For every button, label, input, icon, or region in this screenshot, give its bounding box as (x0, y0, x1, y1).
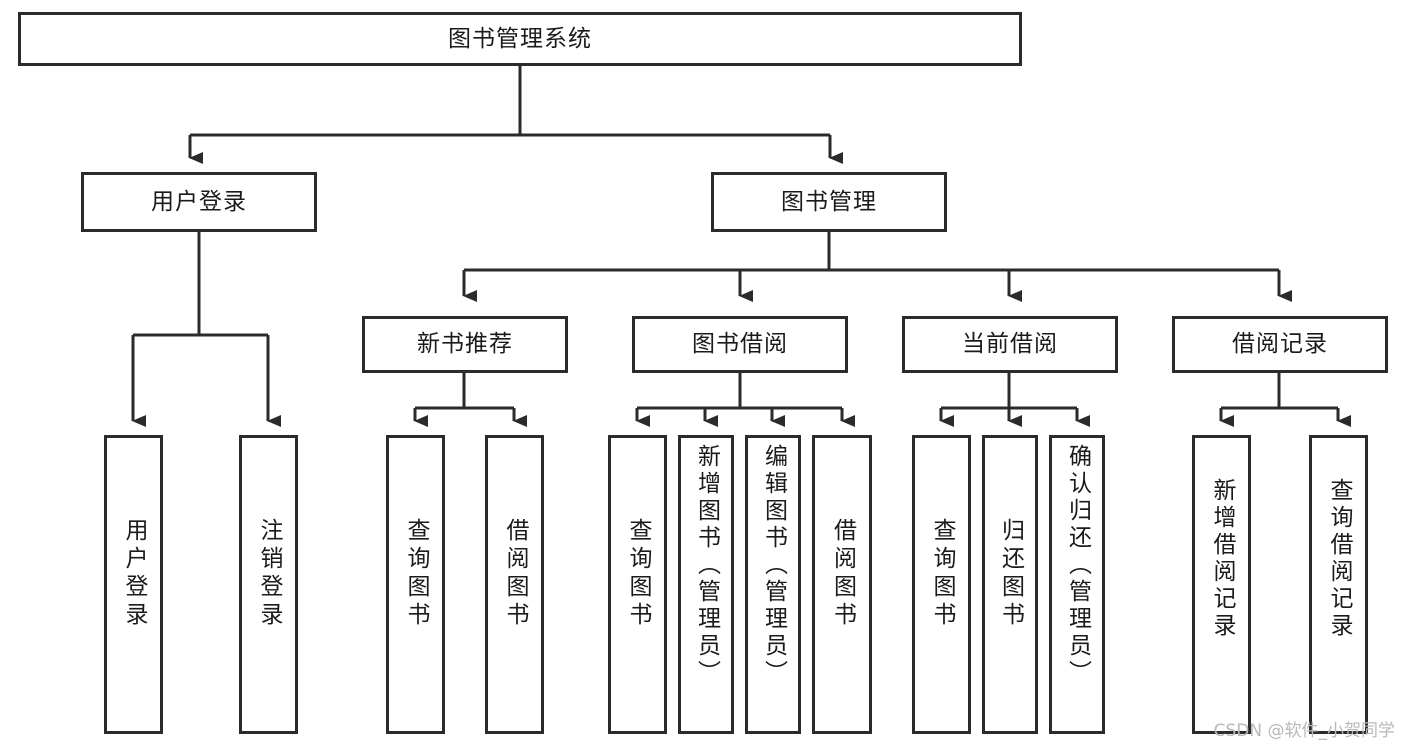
node-user-login-label: 用户登录 (151, 188, 247, 215)
node-current-borrow-label: 当前借阅 (962, 331, 1058, 358)
node-leaf-query-book-3-label: 查询图书 (929, 518, 955, 630)
node-leaf-confirm-return-label: 确认归还（管理员） (1064, 444, 1091, 687)
node-leaf-add-book[interactable]: 新增图书（管理员） (678, 435, 734, 734)
node-leaf-borrow-book-2[interactable]: 借阅图书 (812, 435, 872, 734)
node-book-borrow-label: 图书借阅 (692, 331, 788, 358)
node-user-login[interactable]: 用户登录 (81, 172, 317, 232)
node-book-manage[interactable]: 图书管理 (711, 172, 947, 232)
node-leaf-borrow-book-1-label: 借阅图书 (502, 518, 528, 630)
node-leaf-add-record-label: 新增借阅记录 (1209, 478, 1235, 640)
node-leaf-query-record[interactable]: 查询借阅记录 (1309, 435, 1368, 734)
node-leaf-query-book-2-label: 查询图书 (625, 518, 651, 630)
node-book-manage-label: 图书管理 (781, 188, 877, 215)
node-leaf-query-book-2[interactable]: 查询图书 (608, 435, 667, 734)
node-leaf-query-book-1-label: 查询图书 (403, 518, 429, 630)
node-leaf-query-record-label: 查询借阅记录 (1326, 478, 1352, 640)
node-leaf-add-book-label: 新增图书（管理员） (693, 444, 720, 687)
node-leaf-return-book[interactable]: 归还图书 (982, 435, 1038, 734)
node-root[interactable]: 图书管理系统 (18, 12, 1022, 66)
node-leaf-edit-book[interactable]: 编辑图书（管理员） (745, 435, 801, 734)
node-new-book-recommend[interactable]: 新书推荐 (362, 316, 568, 373)
node-new-book-recommend-label: 新书推荐 (417, 331, 513, 358)
node-leaf-borrow-book-1[interactable]: 借阅图书 (485, 435, 544, 734)
node-leaf-user-login[interactable]: 用户登录 (104, 435, 163, 734)
node-leaf-borrow-book-2-label: 借阅图书 (829, 518, 856, 630)
node-root-label: 图书管理系统 (448, 25, 592, 52)
node-leaf-logout-login[interactable]: 注销登录 (239, 435, 298, 734)
node-current-borrow[interactable]: 当前借阅 (902, 316, 1118, 373)
node-book-borrow[interactable]: 图书借阅 (632, 316, 848, 373)
node-leaf-query-book-3[interactable]: 查询图书 (912, 435, 971, 734)
node-borrow-record[interactable]: 借阅记录 (1172, 316, 1388, 373)
node-leaf-logout-login-label: 注销登录 (256, 518, 282, 630)
node-leaf-return-book-label: 归还图书 (997, 518, 1024, 630)
node-borrow-record-label: 借阅记录 (1232, 331, 1328, 358)
node-leaf-confirm-return[interactable]: 确认归还（管理员） (1049, 435, 1105, 734)
node-leaf-user-login-label: 用户登录 (121, 518, 147, 630)
node-leaf-add-record[interactable]: 新增借阅记录 (1192, 435, 1251, 734)
node-leaf-edit-book-label: 编辑图书（管理员） (760, 444, 787, 687)
node-leaf-query-book-1[interactable]: 查询图书 (386, 435, 445, 734)
